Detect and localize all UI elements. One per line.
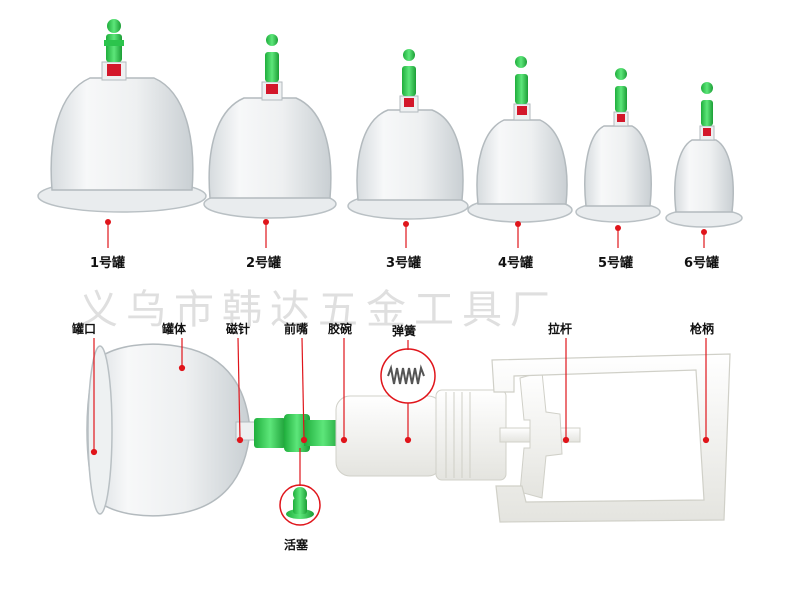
cup-2 — [203, 34, 337, 225]
size-label-5: 5号罐 — [598, 256, 634, 271]
size-label-6: 6号罐 — [684, 256, 720, 271]
piston-inset — [279, 484, 321, 526]
part-label-magnet-needle: 磁针 — [226, 322, 251, 336]
part-label-cup-mouth: 罐口 — [72, 322, 97, 336]
part-label-front-nozzle: 前嘴 — [284, 322, 309, 336]
size-label-2: 2号罐 — [246, 256, 282, 271]
part-label-gun-handle: 枪柄 — [690, 322, 715, 336]
part-label-piston: 活塞 — [284, 538, 309, 552]
part-label-cup-body: 罐体 — [162, 322, 187, 336]
spring-inset — [380, 348, 436, 404]
cup-4 — [467, 56, 573, 227]
part-label-spring: 弹簧 — [392, 324, 417, 338]
part-label-pull-rod: 拉杆 — [548, 322, 573, 336]
cup-1 — [37, 19, 207, 225]
size-leader-lines — [107, 222, 705, 248]
size-label-1: 1号罐 — [90, 256, 126, 271]
part-leader-lines — [90, 337, 710, 486]
size-label-4: 4号罐 — [498, 256, 534, 271]
cup-5 — [575, 68, 661, 231]
part-label-rubber-bowl: 胶碗 — [328, 322, 353, 336]
size-label-3: 3号罐 — [386, 256, 422, 271]
watermark-text: 义乌市韩达五金工具厂 — [78, 287, 558, 333]
cup-3 — [347, 49, 469, 227]
cup-6 — [665, 82, 743, 235]
